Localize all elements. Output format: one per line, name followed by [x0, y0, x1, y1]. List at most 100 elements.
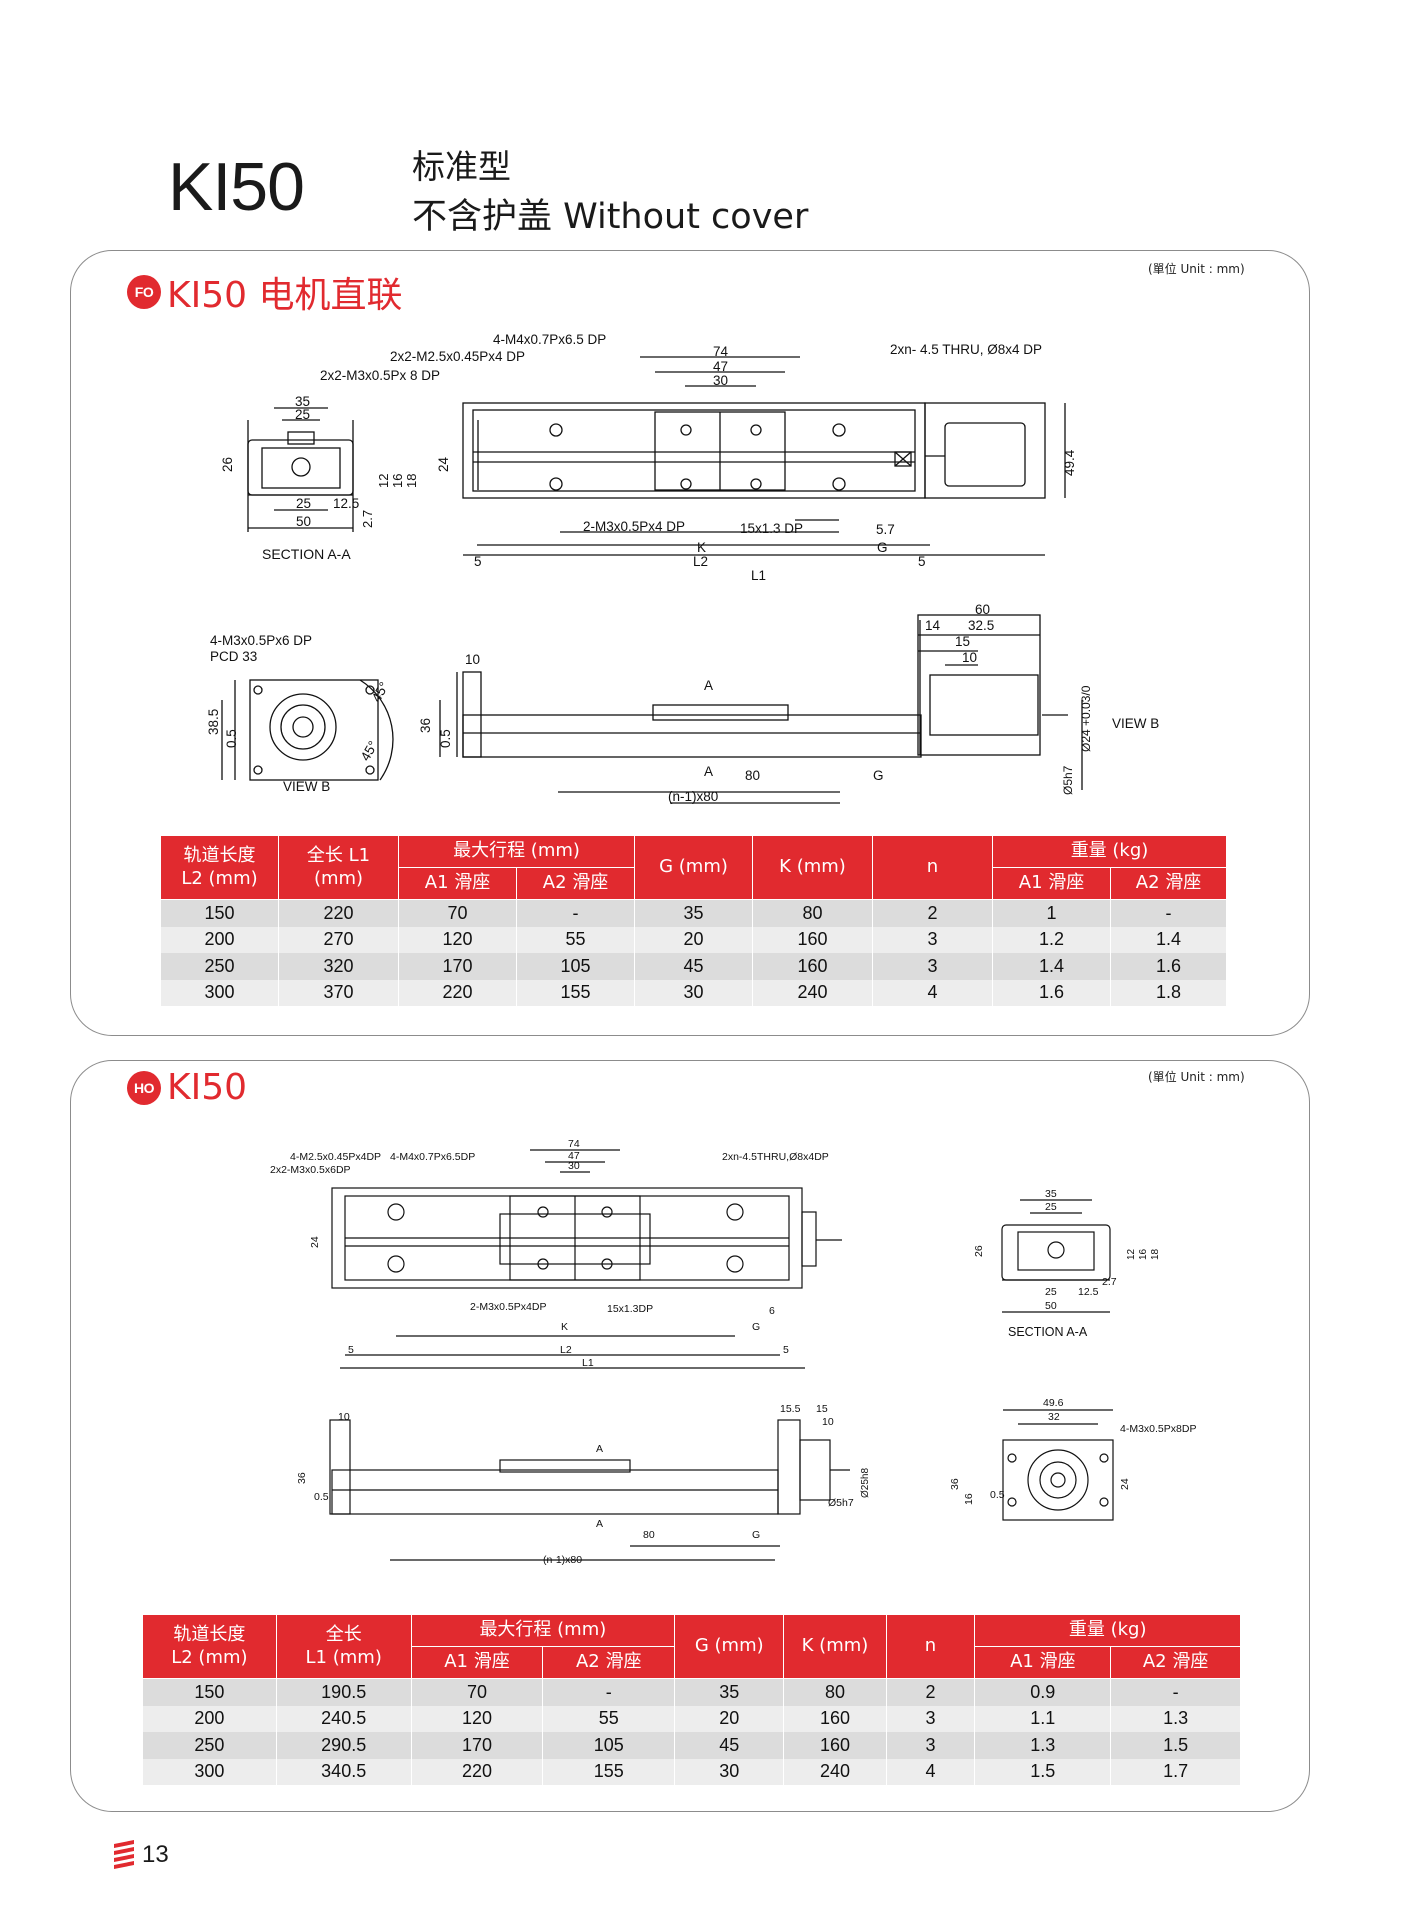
fo-dim-15: 15: [955, 634, 970, 649]
ho-table-cell: 30: [675, 1758, 785, 1785]
ho-dim-35: 35: [1045, 1188, 1057, 1200]
section-fo-title: KI50 电机直联: [167, 275, 403, 316]
ho-dim-l1: L1: [582, 1357, 594, 1369]
fo-dim-26: 26: [220, 457, 235, 472]
ho-dim-30: 30: [568, 1160, 580, 1172]
fo-label-a-top: A: [704, 678, 713, 693]
fo-table-cell: 270: [279, 926, 399, 953]
ho-dim-k: K: [561, 1321, 568, 1333]
stacked-stripes-logo-icon: [114, 1840, 134, 1869]
fo-dim-25b: 25: [296, 496, 311, 511]
ho-dim-125: 12.5: [1078, 1286, 1099, 1298]
fo-th-weight: 重量 (kg): [993, 836, 1226, 868]
ho-top-view-drawing: [331, 1149, 842, 1369]
ho-dim-5b: 5: [783, 1344, 789, 1356]
fo-dim-36: 36: [418, 718, 433, 733]
fo-dim-l2: L2: [693, 554, 708, 569]
ho-table-cell: 1.7: [1111, 1758, 1240, 1785]
fo-view-b-drawing: [221, 679, 394, 781]
fo-table-cell: 200: [161, 926, 279, 953]
fo-th-stroke-a1: A1 滑座: [399, 868, 517, 900]
fo-callout-pcd-2: PCD 33: [210, 649, 257, 664]
ho-table-cell: -: [1111, 1679, 1240, 1706]
ho-side-view-drawing: [329, 1419, 850, 1561]
ho-dim-05: 0.5: [314, 1491, 329, 1503]
section-ho-heading: HO KI50: [127, 1067, 247, 1108]
subtitle-cover: 不含护盖 Without cover: [412, 197, 809, 237]
ho-table-cell: 190.5: [276, 1679, 412, 1706]
ho-dim-l2: L2: [560, 1344, 572, 1356]
fo-badge-icon: FO: [127, 275, 161, 309]
ho-dim-5a: 5: [348, 1344, 354, 1356]
ho-table-cell: 1.1: [975, 1705, 1112, 1732]
fo-table-cell: 1.8: [1111, 979, 1226, 1006]
ho-table-cell: 3: [886, 1732, 976, 1759]
fo-dim-g: G: [877, 540, 888, 555]
ho-callout-m3-8: 4-M3x0.5Px8DP: [1120, 1423, 1196, 1435]
ho-th-total-length: 全长 L1 (mm): [276, 1615, 412, 1679]
ho-dim-47: 47: [568, 1150, 580, 1162]
fo-th-g: G (mm): [635, 836, 753, 900]
ho-dim-50: 50: [1045, 1300, 1057, 1312]
ho-th-max-stroke: 最大行程 (mm): [411, 1615, 676, 1647]
ho-dim-12: 12: [1126, 1248, 1137, 1260]
fo-th-k: K (mm): [753, 836, 873, 900]
ho-section-aa-label: SECTION A-A: [1008, 1325, 1088, 1339]
ho-dim-32: 32: [1048, 1411, 1060, 1423]
fo-table-cell: 370: [279, 979, 399, 1006]
ho-dim-16: 16: [1138, 1248, 1149, 1260]
ho-table-cell: 3: [886, 1705, 976, 1732]
fo-dim-5b: 5: [918, 554, 926, 569]
fo-th-rail-length: 轨道长度 L2 (mm): [161, 836, 279, 900]
fo-table-cell: 120: [399, 926, 517, 953]
ho-table-cell: 290.5: [276, 1732, 412, 1759]
fo-view-b-arrow: VIEW B: [1112, 716, 1159, 731]
fo-spec-table: 轨道长度 L2 (mm) 全长 L1 (mm) 最大行程 (mm) G (mm)…: [161, 836, 1226, 1006]
ho-table-cell: 2: [886, 1679, 976, 1706]
fo-table-cell: 160: [753, 953, 873, 980]
fo-dim-10: 10: [465, 652, 480, 667]
fo-th-weight-a2: A2 滑座: [1111, 868, 1226, 900]
ho-table-cell: 300: [143, 1758, 277, 1785]
fo-dim-10b: 10: [962, 650, 977, 665]
fo-callout-m3-bottom: 2-M3x0.5Px4 DP: [583, 519, 685, 534]
ho-table-cell: 45: [675, 1732, 785, 1759]
ho-callout-m4: 4-M4x0.7Px6.5DP: [390, 1151, 475, 1163]
fo-label-a-bottom: A: [704, 764, 713, 779]
fo-dim-35: 35: [295, 394, 310, 409]
ho-table-cell: 1.3: [1111, 1705, 1240, 1732]
fo-table-cell: 3: [873, 926, 993, 953]
fo-table-cell: 80: [753, 900, 873, 927]
ho-dim-27: 2.7: [1102, 1276, 1117, 1288]
ho-callout-thru: 2xn-4.5THRU,Ø8x4DP: [722, 1151, 829, 1163]
ho-dim-g: G: [752, 1321, 760, 1333]
ho-badge-icon: HO: [127, 1070, 161, 1105]
ho-table-cell: 20: [675, 1705, 785, 1732]
ho-th-weight-a1: A1 滑座: [975, 1647, 1112, 1679]
ho-table-cell: 70: [411, 1679, 544, 1706]
fo-dim-47: 47: [713, 359, 728, 374]
section-fo-unit-note: (單位 Unit : mm): [1148, 262, 1245, 276]
ho-dim-05b: 0.5: [990, 1489, 1005, 1501]
ho-table-cell: 80: [784, 1679, 887, 1706]
fo-table-cell: 1.2: [993, 926, 1111, 953]
ho-callout-15x13: 15x1.3DP: [607, 1303, 653, 1315]
fo-table-cell: 320: [279, 953, 399, 980]
ho-dim-6: 6: [769, 1305, 775, 1317]
fo-side-view-drawing: [439, 614, 1083, 804]
ho-th-stroke-a2: A2 滑座: [543, 1647, 676, 1679]
fo-dim-n1x80: (n-1)x80: [668, 789, 718, 804]
ho-th-n: n: [886, 1615, 976, 1679]
fo-table-cell: 160: [753, 926, 873, 953]
fo-th-weight-a1: A1 滑座: [993, 868, 1111, 900]
ho-table-cell: 1.5: [975, 1758, 1112, 1785]
ho-dim-18: 18: [1150, 1248, 1161, 1260]
